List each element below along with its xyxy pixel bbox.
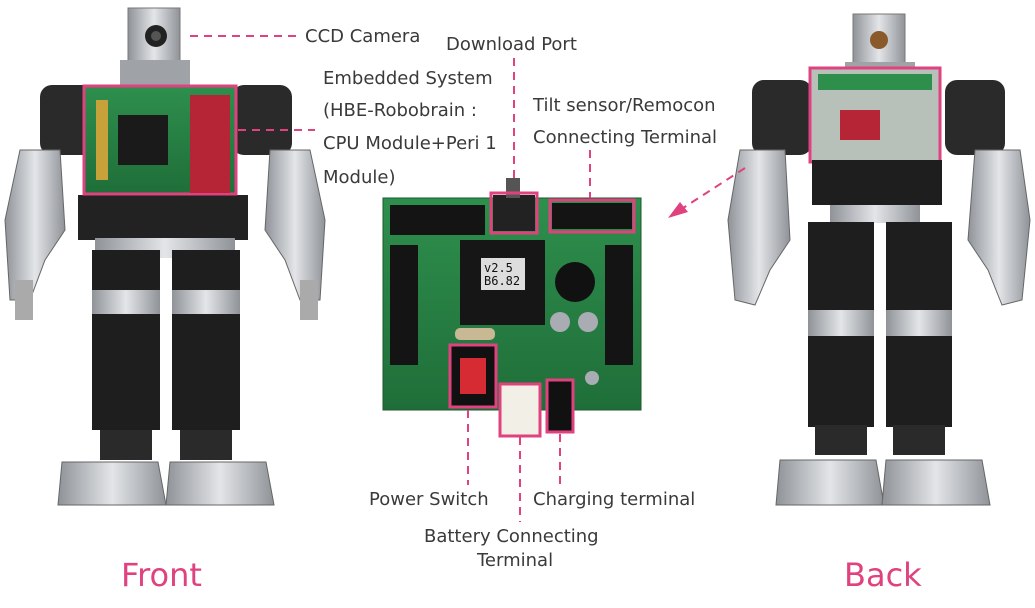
label-front: Front <box>121 556 202 594</box>
arrow-head-icon <box>668 202 688 218</box>
label-power-switch: Power Switch <box>369 489 489 510</box>
chip-text-line2: B6.82 <box>484 274 521 288</box>
label-ccd-camera: CCD Camera <box>305 26 421 47</box>
label-tilt-line2: Connecting Terminal <box>533 127 718 148</box>
chip-text-line1: v2.5 <box>484 261 513 275</box>
front-robot-image <box>4 7 326 506</box>
label-embedded-line1: Embedded System <box>323 68 493 89</box>
label-embedded-line2: (HBE-Robobrain : <box>323 100 477 121</box>
label-tilt-line1: Tilt sensor/Remocon <box>533 95 716 116</box>
label-embedded-line3: CPU Module+Peri 1 <box>323 133 497 154</box>
controller-board-image <box>382 178 642 438</box>
label-embedded-line4: Module) <box>323 167 396 188</box>
leader-lines <box>190 35 746 522</box>
download-port-highlight <box>489 191 539 235</box>
label-battery-line2: Terminal <box>477 550 554 571</box>
label-back: Back <box>844 556 922 594</box>
tilt-terminal-highlight <box>548 198 636 234</box>
back-robot-image <box>727 13 1031 506</box>
label-charging-terminal: Charging terminal <box>533 489 696 510</box>
label-download-port: Download Port <box>446 34 577 55</box>
label-battery-line1: Battery Connecting <box>424 526 599 547</box>
